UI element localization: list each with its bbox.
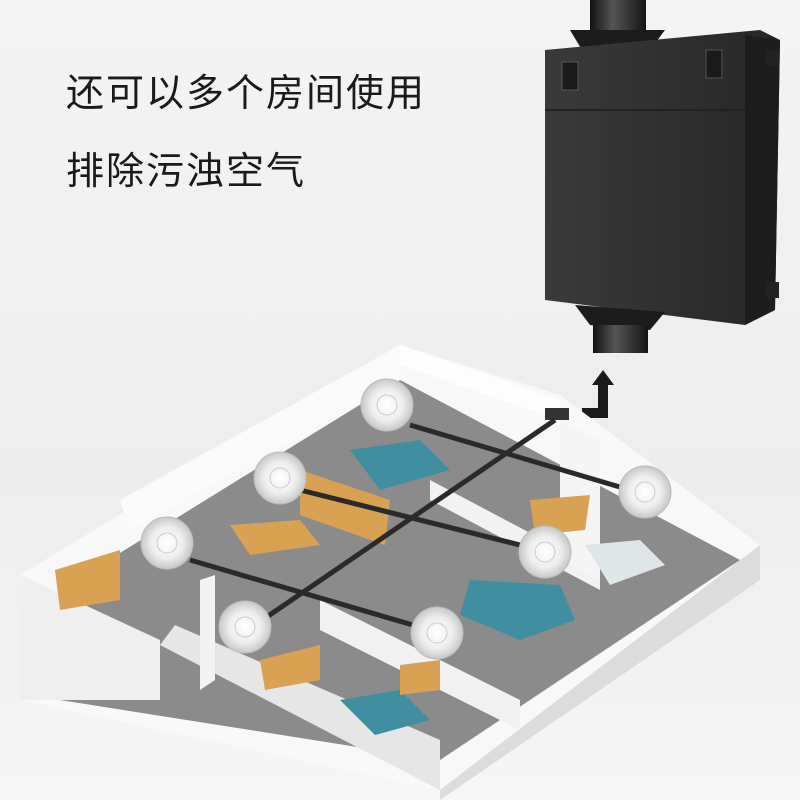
headline-line-1: 还可以多个房间使用 — [66, 71, 427, 115]
air-vents — [140, 378, 672, 660]
air-vent — [618, 465, 672, 519]
ventilation-unit — [545, 0, 780, 353]
air-vent — [360, 378, 414, 432]
air-vent — [518, 525, 572, 579]
duct-lines — [189, 408, 631, 633]
air-vent — [410, 606, 464, 660]
floor-plan — [20, 345, 760, 800]
air-vent — [218, 600, 272, 654]
exhaust-arrow-icon — [582, 370, 614, 418]
headline-line-2: 排除污浊空气 — [66, 149, 307, 193]
air-vent — [140, 516, 194, 570]
air-vent — [253, 451, 307, 505]
